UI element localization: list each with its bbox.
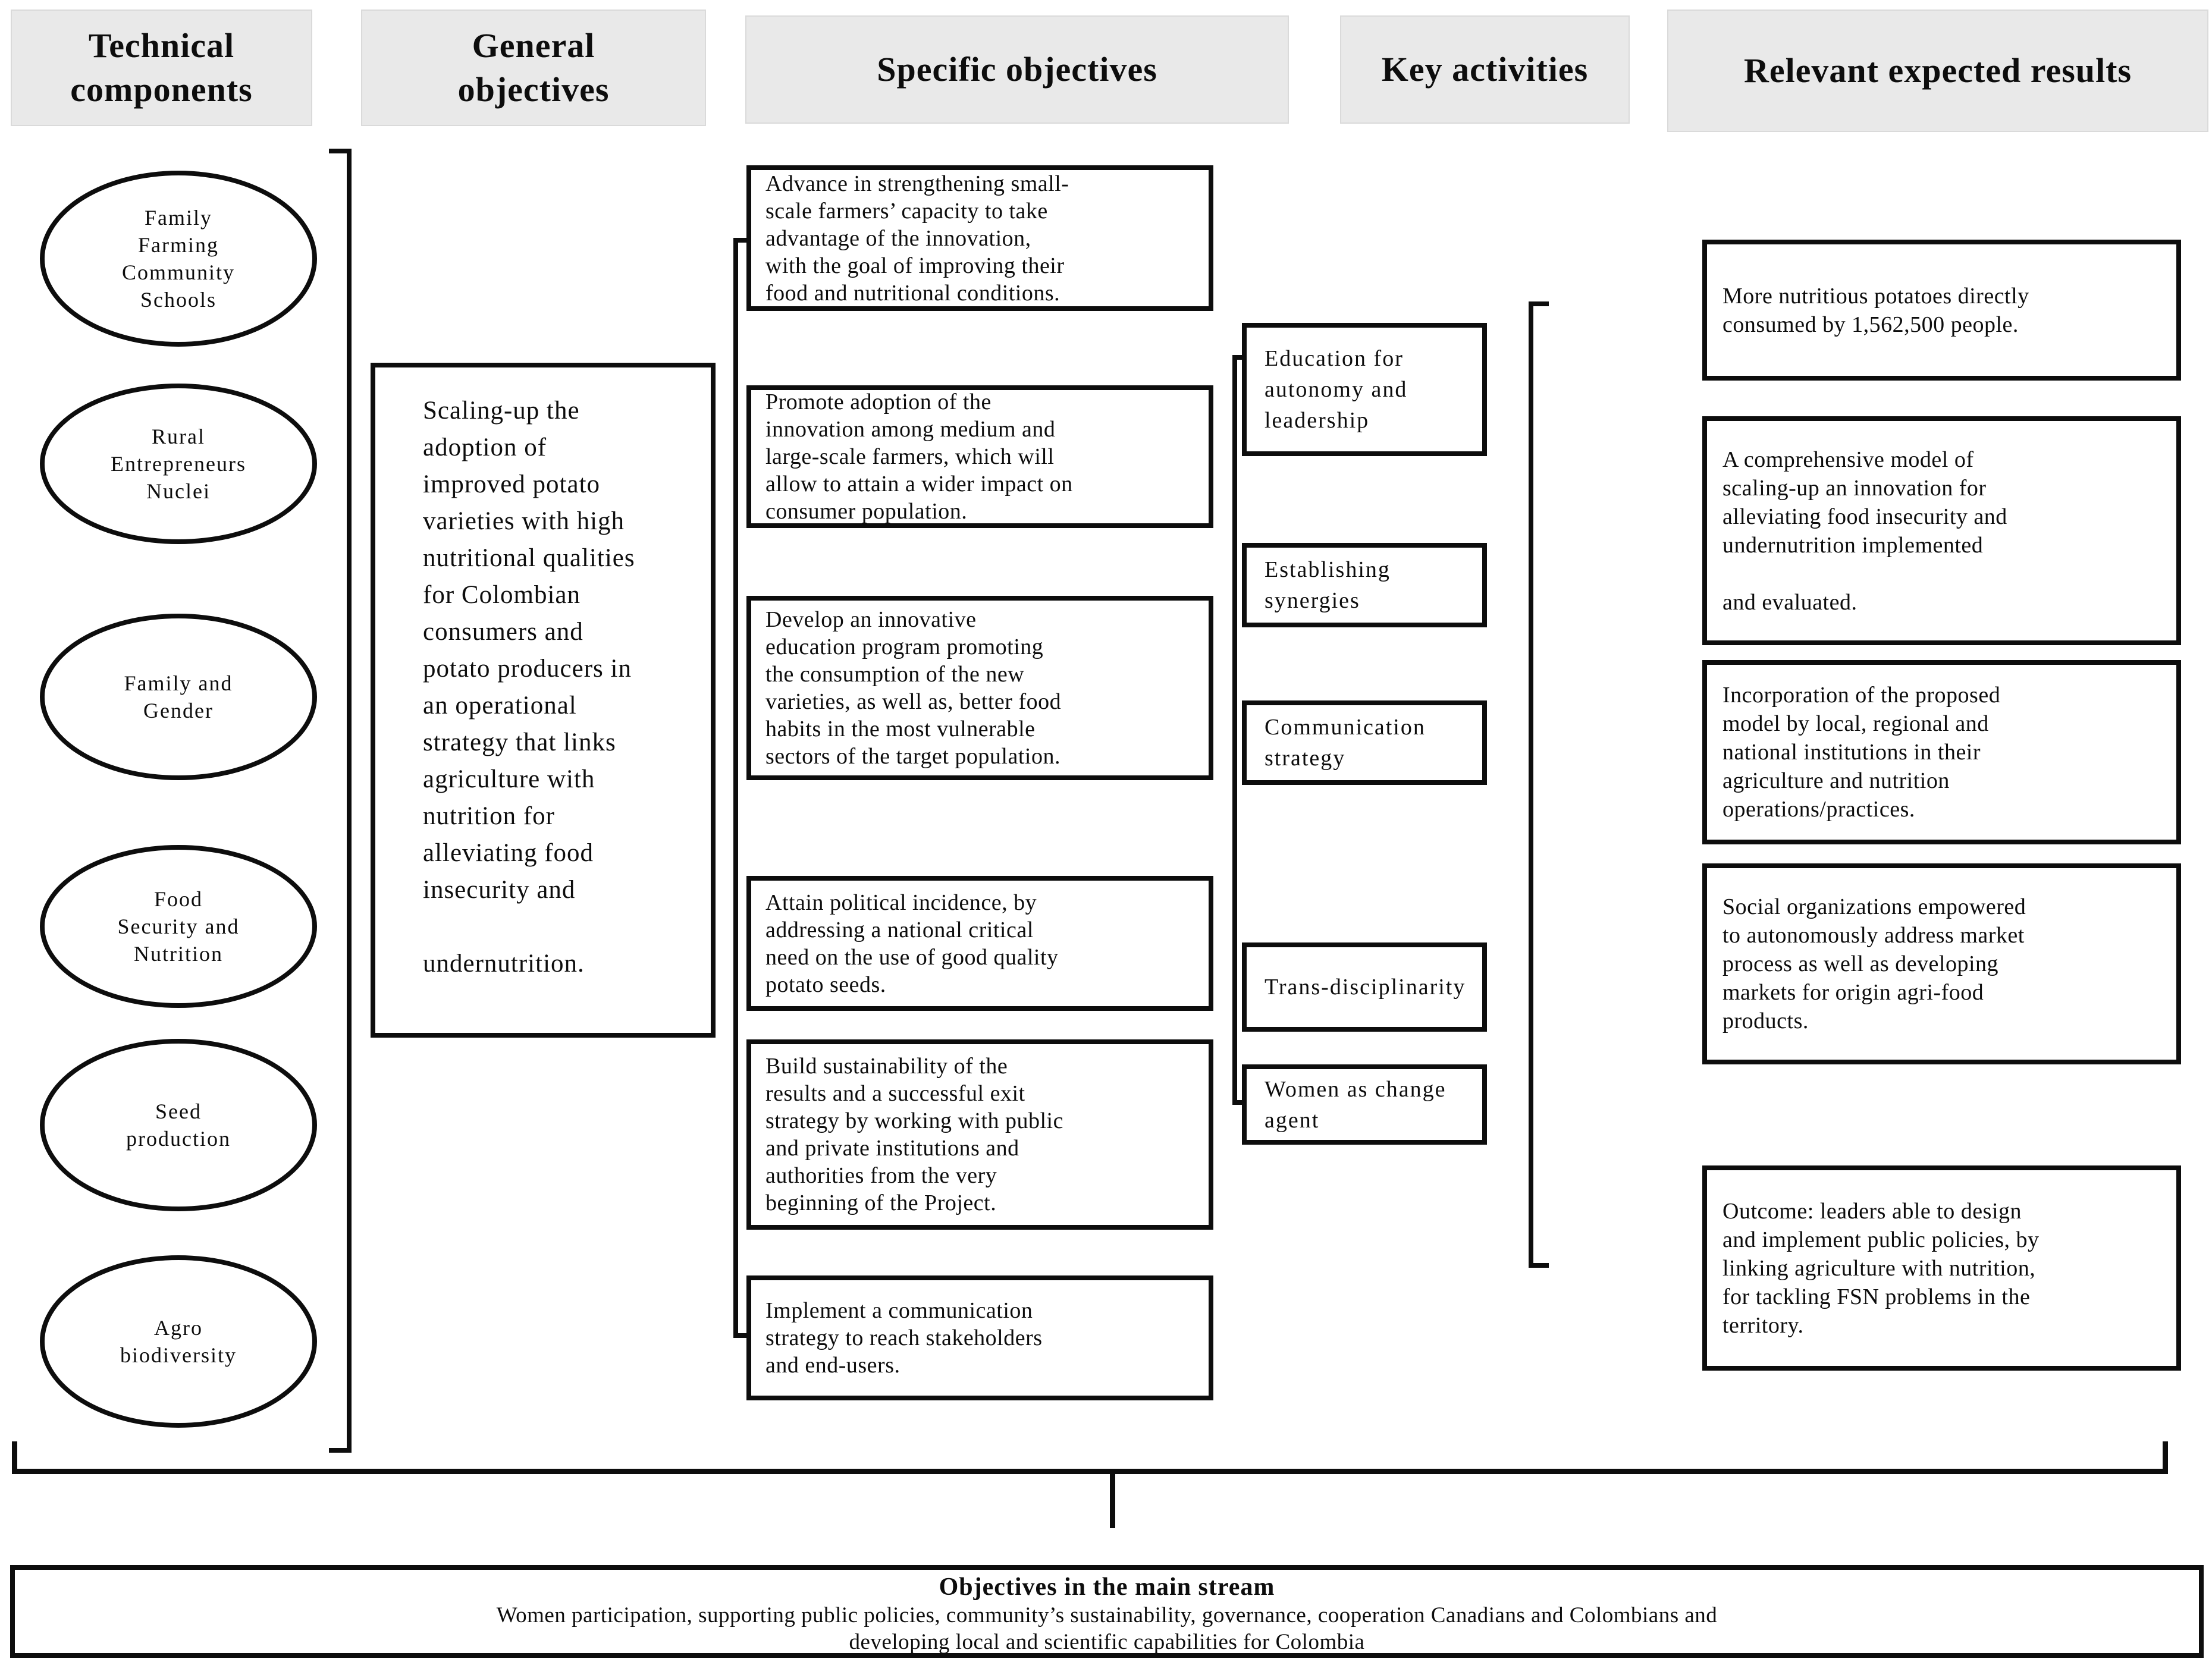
expected-result-box-4: Social organizations empowered to autono… [1702,863,2181,1064]
key-activity-box-trans-disciplinarity: Trans-disciplinarity [1242,942,1487,1032]
expected-results-bracket-bottom-tick [1529,1263,1549,1268]
key-activities-bracket-top-tick [1232,355,1248,360]
expected-result-text-4: Social organizations empowered to autono… [1722,894,2026,1033]
column-header-key-activities: Key activities [1340,15,1630,124]
technical-components-bracket-bottom-tick [329,1448,352,1453]
specific-objective-box-4: Attain political incidence, by addressin… [746,876,1213,1011]
column-header-technical-components: Technical components [11,10,312,126]
specific-objective-text-3: Develop an innovative education program … [765,607,1062,769]
specific-objective-box-1: Advance in strengthening small- scale fa… [746,165,1213,311]
general-objective-text: Scaling-up the adoption of improved pota… [423,397,635,978]
mainstream-objectives-body: Women participation, supporting public p… [496,1603,1718,1654]
ellipse-rural-entrepreneurs-nuclei: Rural Entrepreneurs Nuclei [40,384,317,544]
expected-result-box-3: Incorporation of the proposed model by l… [1702,660,2181,844]
mainstream-brace-right-tick [2163,1441,2168,1472]
specific-objective-box-2: Promote adoption of the innovation among… [746,385,1213,528]
mainstream-objectives-box: Objectives in the main stream Women part… [10,1565,2204,1658]
specific-objective-box-6: Implement a communication strategy to re… [746,1275,1213,1400]
expected-result-text-2: A comprehensive model of scaling-up an i… [1722,447,2007,615]
key-activity-text-1: Education for autonomy and leadership [1265,346,1408,433]
mainstream-brace-left-tick [12,1441,17,1472]
ellipse-family-farming-community-schools: Family Farming Community Schools [40,171,317,347]
mainstream-brace-center-pointer [1110,1469,1115,1528]
expected-result-box-2: A comprehensive model of scaling-up an i… [1702,416,2181,645]
expected-result-box-1: More nutritious potatoes directly consum… [1702,240,2181,381]
expected-result-text-3: Incorporation of the proposed model by l… [1722,683,2001,822]
key-activity-box-establishing-synergies: Establishing synergies [1242,543,1487,627]
specific-objectives-bracket-line [733,238,738,1338]
key-activity-box-communication-strategy: Communication strategy [1242,700,1487,785]
ellipse-seed-production: Seed production [40,1039,317,1211]
specific-objective-box-3: Develop an innovative education program … [746,596,1213,780]
column-header-general-objectives: General objectives [361,10,706,126]
key-activity-box-women-as-change-agent: Women as change agent [1242,1064,1487,1145]
mainstream-objectives-title: Objectives in the main stream [939,1573,1275,1601]
specific-objective-text-5: Build sustainability of the results and … [765,1054,1063,1215]
key-activity-text-5: Women as change agent [1265,1076,1447,1133]
general-objective-box: Scaling-up the adoption of improved pota… [371,363,716,1038]
specific-objective-text-4: Attain political incidence, by addressin… [765,890,1059,997]
ellipse-agro-biodiversity: Agro biodiversity [40,1255,317,1428]
ellipse-family-and-gender: Family and Gender [40,614,317,780]
column-header-relevant-expected-results: Relevant expected results [1667,10,2208,132]
expected-result-box-5: Outcome: leaders able to design and impl… [1702,1165,2181,1371]
ellipse-food-security-and-nutrition: Food Security and Nutrition [40,845,317,1008]
key-activity-text-2: Establishing synergies [1265,557,1391,613]
technical-components-bracket-line [347,149,352,1453]
key-activities-bracket-line [1232,355,1237,1105]
specific-objective-text-6: Implement a communication strategy to re… [765,1298,1043,1378]
technical-components-bracket-top-tick [329,149,352,153]
mainstream-brace-horizontal [12,1469,2168,1474]
expected-results-bracket-line [1529,301,1533,1268]
expected-result-text-1: More nutritious potatoes directly consum… [1722,283,2029,337]
specific-objective-text-1: Advance in strengthening small- scale fa… [765,171,1069,306]
key-activity-text-4: Trans-disciplinarity [1265,975,1466,1000]
specific-objectives-bracket-bottom-tick [733,1333,751,1338]
specific-objectives-bracket-top-tick [733,238,751,243]
expected-results-bracket-top-tick [1529,301,1549,306]
key-activity-box-education-for-autonomy: Education for autonomy and leadership [1242,323,1487,456]
specific-objective-text-2: Promote adoption of the innovation among… [765,389,1073,524]
expected-result-text-5: Outcome: leaders able to design and impl… [1722,1198,2040,1338]
column-header-specific-objectives: Specific objectives [745,15,1289,124]
specific-objective-box-5: Build sustainability of the results and … [746,1039,1213,1230]
key-activities-bracket-bottom-tick [1232,1100,1248,1105]
key-activity-text-3: Communication strategy [1265,715,1426,771]
